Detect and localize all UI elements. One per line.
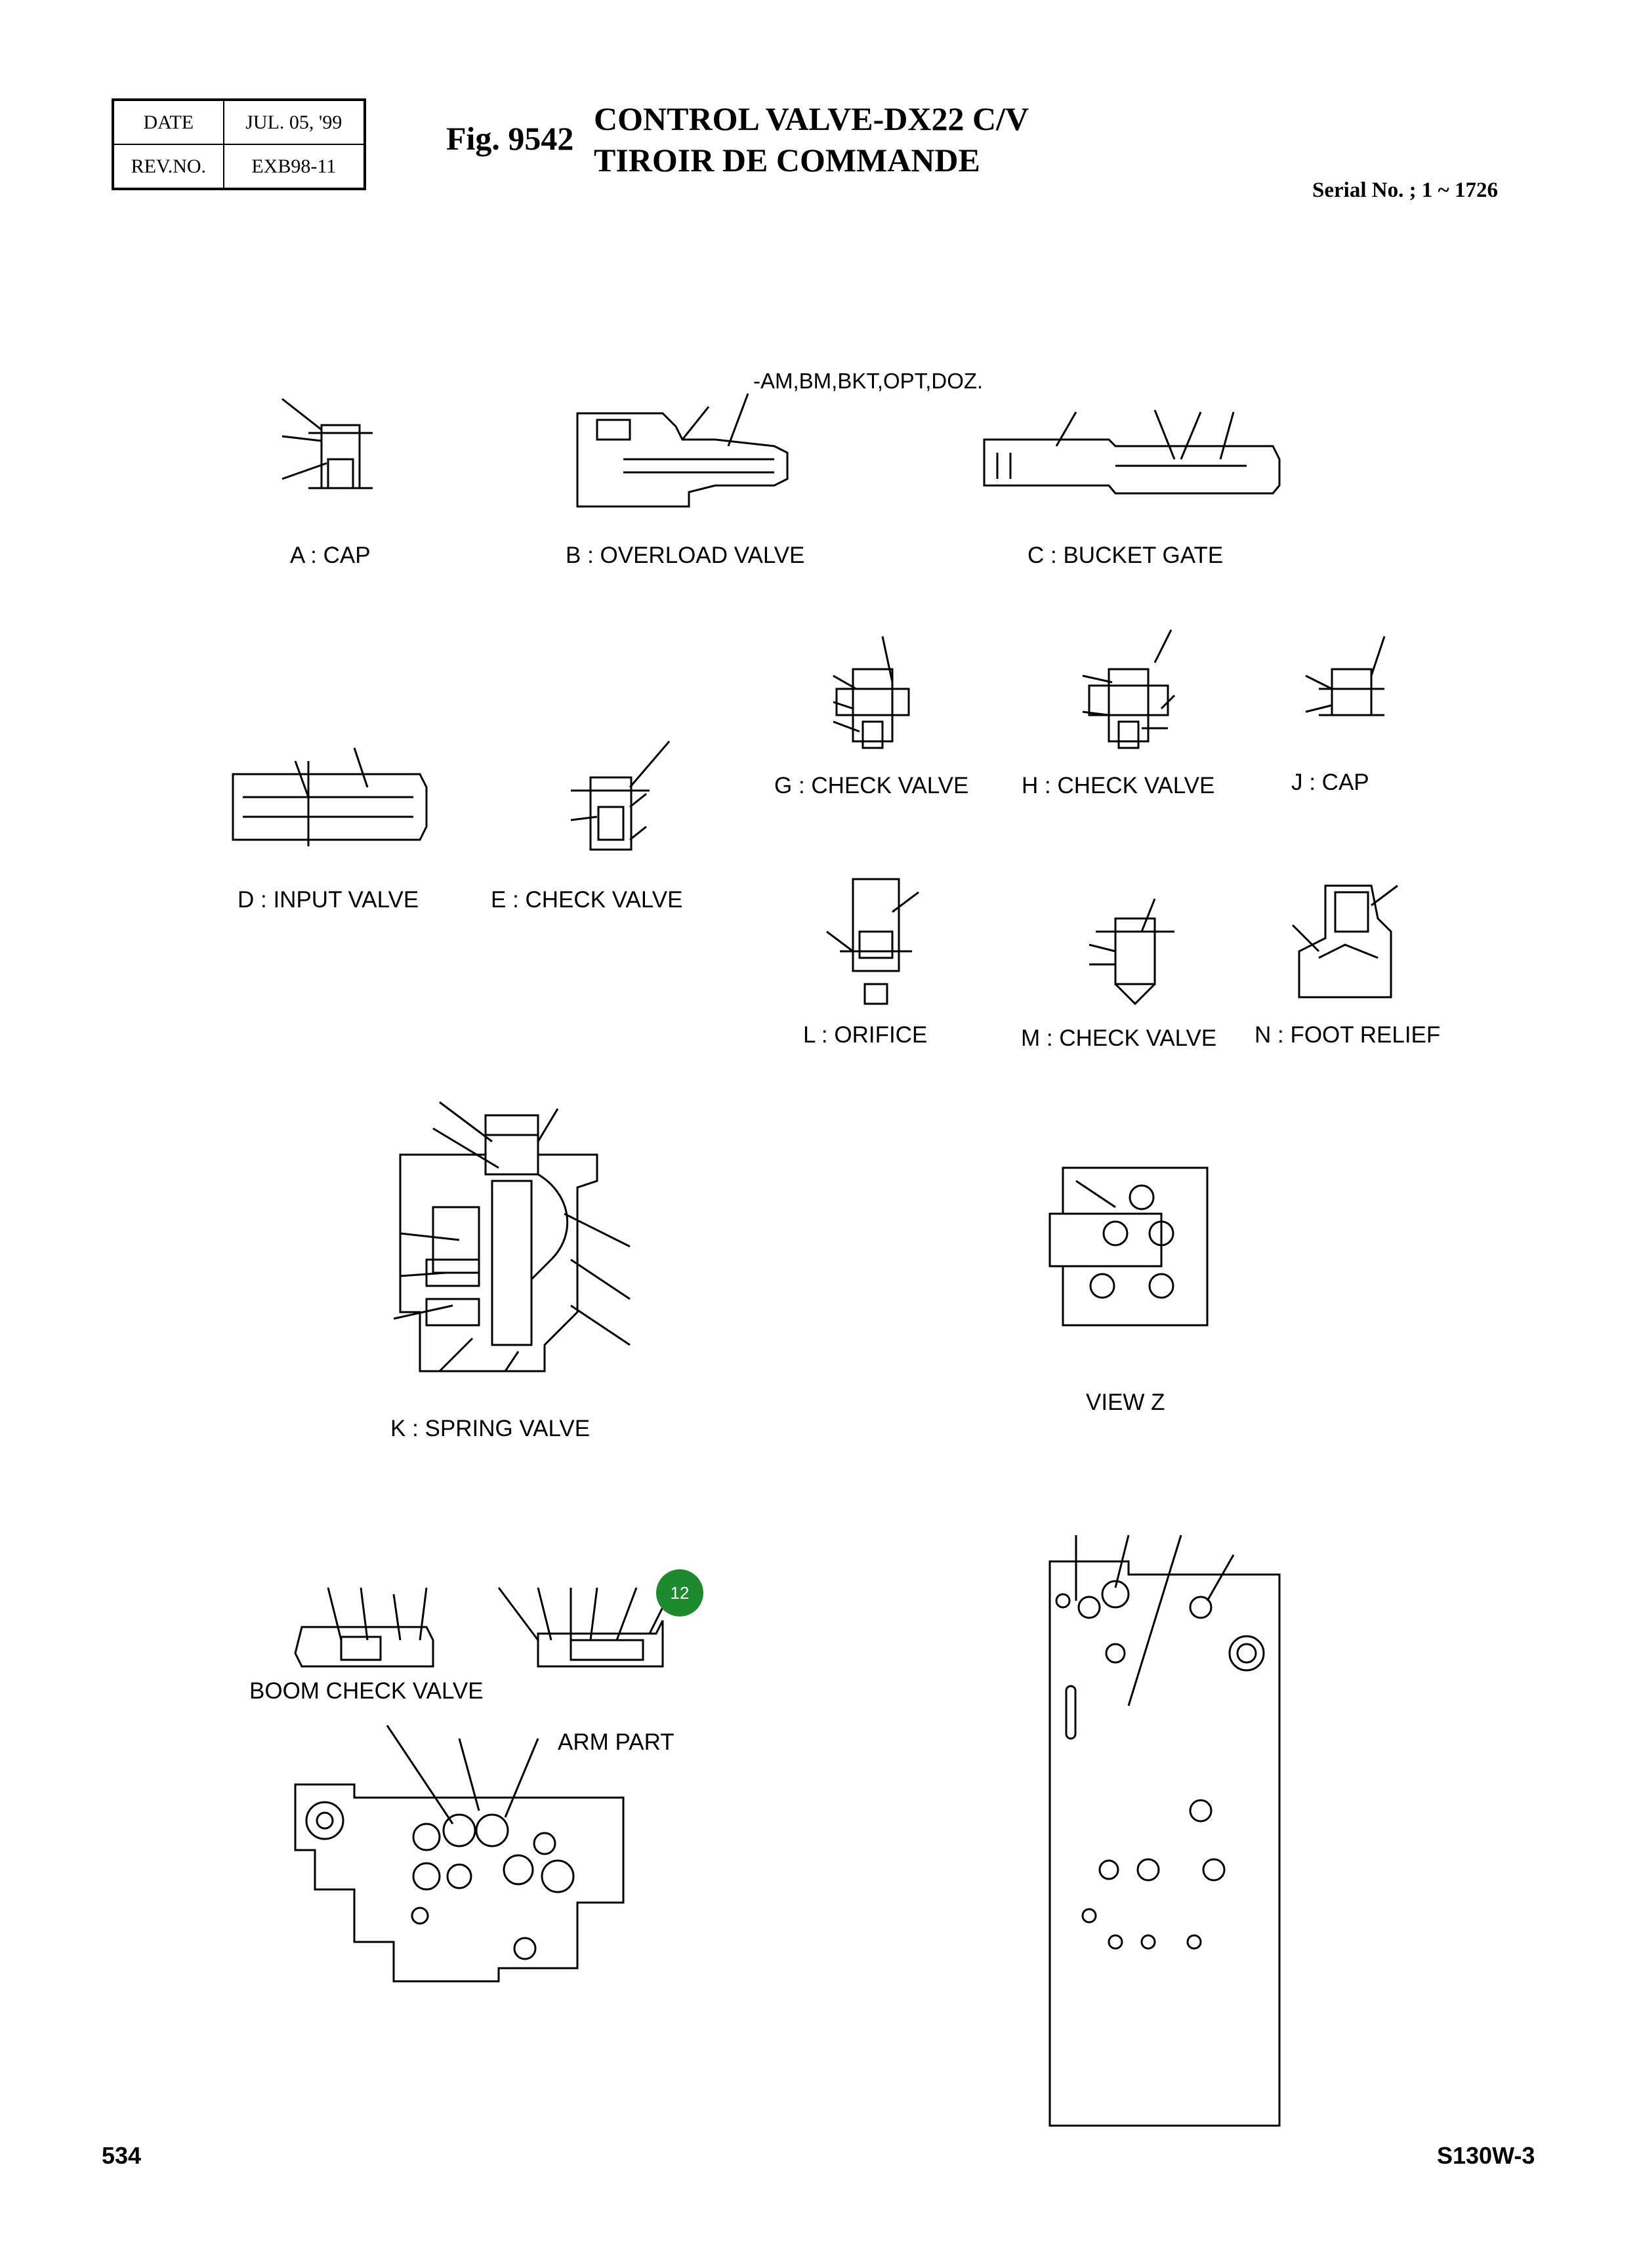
label-view-z: VIEW Z xyxy=(1086,1390,1165,1415)
boom-check-valve-drawing xyxy=(294,1587,434,1668)
date-value: JUL. 05, '99 xyxy=(222,99,366,145)
orifice-drawing xyxy=(826,878,919,1005)
label-j-cap: J : CAP xyxy=(1291,770,1369,795)
label-m-check-valve: M : CHECK VALVE xyxy=(1021,1025,1217,1051)
rev-value: EXB98-11 xyxy=(222,144,366,190)
model-number: S130W-3 xyxy=(1437,2142,1535,2169)
check-valve-g-drawing xyxy=(833,636,910,749)
label-e-check-valve: E : CHECK VALVE xyxy=(491,887,683,913)
label-d-input-valve: D : INPUT VALVE xyxy=(238,887,419,913)
arm-part-drawing xyxy=(497,1587,671,1668)
bucket-gate-drawing xyxy=(983,409,1281,495)
label-boom-check-valve: BOOM CHECK VALVE xyxy=(249,1678,484,1704)
foot-relief-drawing xyxy=(1291,884,1398,999)
callout-badge[interactable]: 12 xyxy=(656,1569,703,1617)
cap-a-drawing xyxy=(281,398,373,489)
label-l-orifice: L : ORIFICE xyxy=(803,1022,928,1048)
check-valve-h-drawing xyxy=(1082,629,1176,749)
label-g-check-valve: G : CHECK VALVE xyxy=(774,773,969,798)
right-assembly-drawing xyxy=(1048,1535,1281,2127)
label-b-overload-valve: B : OVERLOAD VALVE xyxy=(566,543,805,568)
label-c-bucket-gate: C : BUCKET GATE xyxy=(1027,543,1224,568)
serial-number: Serial No. ; 1 ~ 1726 xyxy=(1312,178,1498,202)
label-n-foot-relief: N : FOOT RELIEF xyxy=(1255,1022,1441,1048)
title-french: TIROIR DE COMMANDE xyxy=(594,142,980,178)
revision-table: DATE JUL. 05, '99 REV.NO. EXB98-11 xyxy=(112,98,366,190)
cap-j-drawing xyxy=(1305,636,1386,716)
label-k-spring-valve: K : SPRING VALVE xyxy=(390,1416,591,1441)
main-assembly-drawing xyxy=(294,1725,625,1983)
date-label: DATE xyxy=(112,99,224,145)
page-number: 534 xyxy=(102,2142,142,2169)
figure-number: Fig. 9542 xyxy=(446,120,574,157)
input-valve-drawing xyxy=(232,747,428,846)
spring-valve-drawing xyxy=(393,1101,631,1372)
label-arm-part: ARM PART xyxy=(558,1729,674,1755)
check-valve-e-drawing xyxy=(570,741,671,851)
overload-valve-drawing xyxy=(576,393,789,508)
view-z-drawing xyxy=(1048,1166,1209,1327)
rev-label: REV.NO. xyxy=(112,144,224,190)
overload-note: -AM,BM,BKT,OPT,DOZ. xyxy=(753,369,984,393)
label-a-cap: A : CAP xyxy=(290,543,371,568)
title-english: CONTROL VALVE-DX22 C/V xyxy=(594,100,1029,137)
label-h-check-valve: H : CHECK VALVE xyxy=(1022,773,1215,798)
check-valve-m-drawing xyxy=(1089,898,1174,1006)
